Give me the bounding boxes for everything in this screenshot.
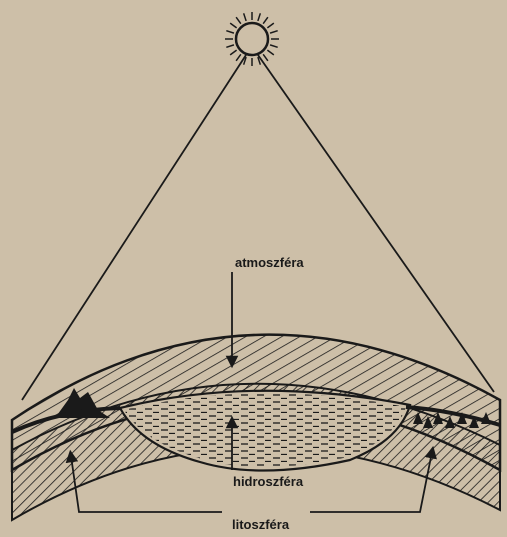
sun-icon — [225, 12, 279, 66]
hydrosphere-label: hidroszféra — [230, 474, 306, 490]
atmosphere-label: atmoszféra — [232, 255, 307, 271]
lithosphere-label: litoszféra — [229, 517, 292, 533]
